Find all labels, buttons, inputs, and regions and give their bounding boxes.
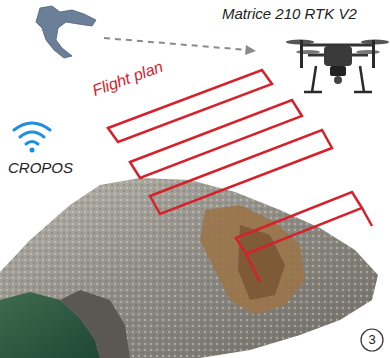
drone [286,40,389,93]
flight-plan-label: Flight plan [90,58,165,100]
callout-circle [361,329,383,351]
croatia-map [36,6,96,58]
dashed-arrow [104,38,248,50]
wifi-icon [14,123,50,144]
terrain [0,178,378,358]
terrain-texture [0,178,378,358]
cliff [60,290,130,358]
wifi-dot [30,148,35,153]
arrow-head [245,45,256,55]
excavation-shade [238,225,285,300]
drone-label: Matrice 210 RTK V2 [222,6,357,23]
flight-plan-path [108,70,372,282]
excavation [200,205,305,315]
callout-number: 3 [368,333,375,347]
station-label: CROPOS [8,160,73,177]
